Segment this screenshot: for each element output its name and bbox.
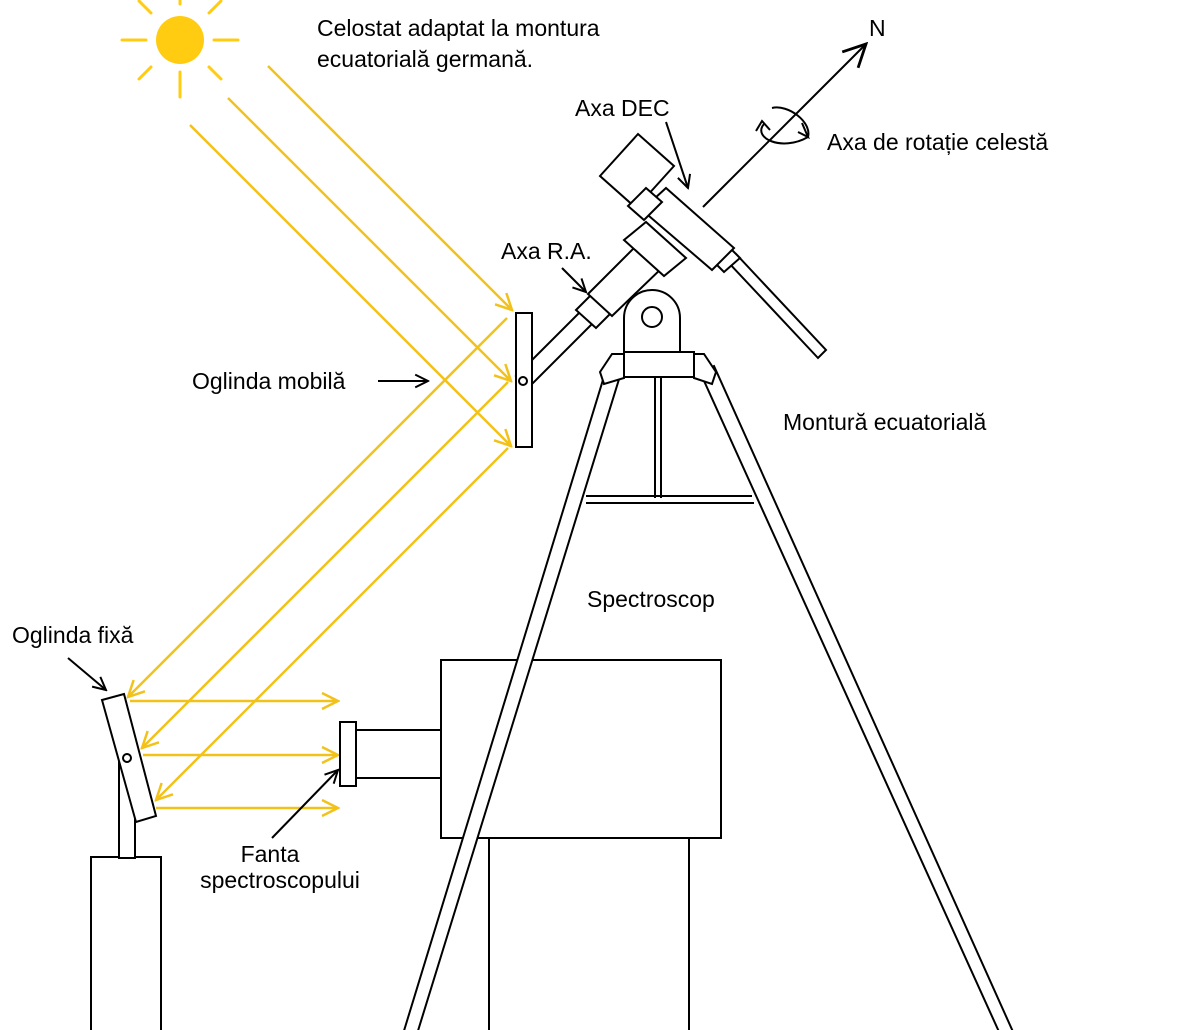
label-pointers [67,121,688,839]
spectroscope-stand [488,837,690,1030]
dec-counterweight [598,132,676,210]
incoming-ray-2 [227,97,511,381]
spectroscope-label: Spectroscop [587,586,715,612]
north-label: N [869,15,886,41]
mount-head [598,289,718,386]
fixed-mirror-pivot [122,753,132,763]
spectroscope [339,659,722,1030]
mobile-mirror-assembly [515,312,533,448]
sun-icon [120,0,240,99]
fixed-mirror-pointer [67,657,106,690]
dec-pointer [665,121,688,188]
dec-housing [640,186,736,272]
reflected-ray-3 [156,447,509,800]
mobile-mirror-pivot [518,376,528,386]
celestial-axis-line [702,44,866,208]
incoming-ray-3 [189,124,511,446]
fixed-mirror-assembly [90,692,162,1030]
equatorial-mount-label: Montură ecuatorială [783,409,987,435]
mobile-mirror-label: Oglinda mobilă [192,368,346,394]
reflected-ray-2 [142,381,509,748]
ra-pointer [561,267,586,292]
counterweight-shaft [726,252,828,360]
light-rays [128,65,512,808]
reflected-ray-1 [128,317,508,697]
slit-pointer [271,770,338,839]
fixed-mirror-label: Oglinda fixă [12,622,134,648]
fixed-mirror-pillar [90,856,162,1030]
ra-axis-label: Axa R.A. [501,238,592,264]
slit-label-line-1: Fanta [240,841,300,867]
incoming-ray-1 [267,65,512,310]
dec-assembly [598,132,828,360]
dec-axis-label: Axa DEC [575,95,670,121]
spectroscope-tube [354,729,442,779]
spectroscope-slit [339,721,357,787]
tripod-right-leg [698,364,1014,1030]
slit-label-line-2: spectroscopului [200,867,360,893]
title-line-1: Celostat adaptat la montura [317,15,600,41]
celestial-axis-label: Axa de rotație celestă [827,129,1049,155]
title-line-2: ecuatorială germană. [317,46,534,72]
